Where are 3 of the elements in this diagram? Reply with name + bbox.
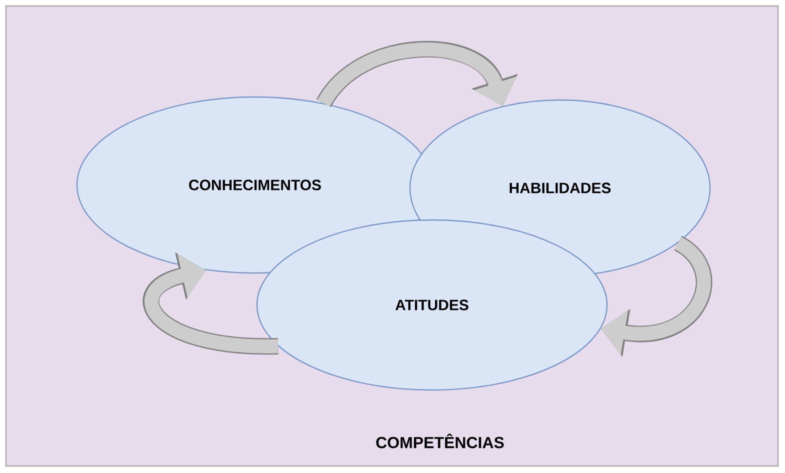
curved-arrow bbox=[316, 41, 518, 108]
caption: COMPETÊNCIAS bbox=[376, 434, 504, 448]
curved-arrow bbox=[142, 252, 278, 354]
